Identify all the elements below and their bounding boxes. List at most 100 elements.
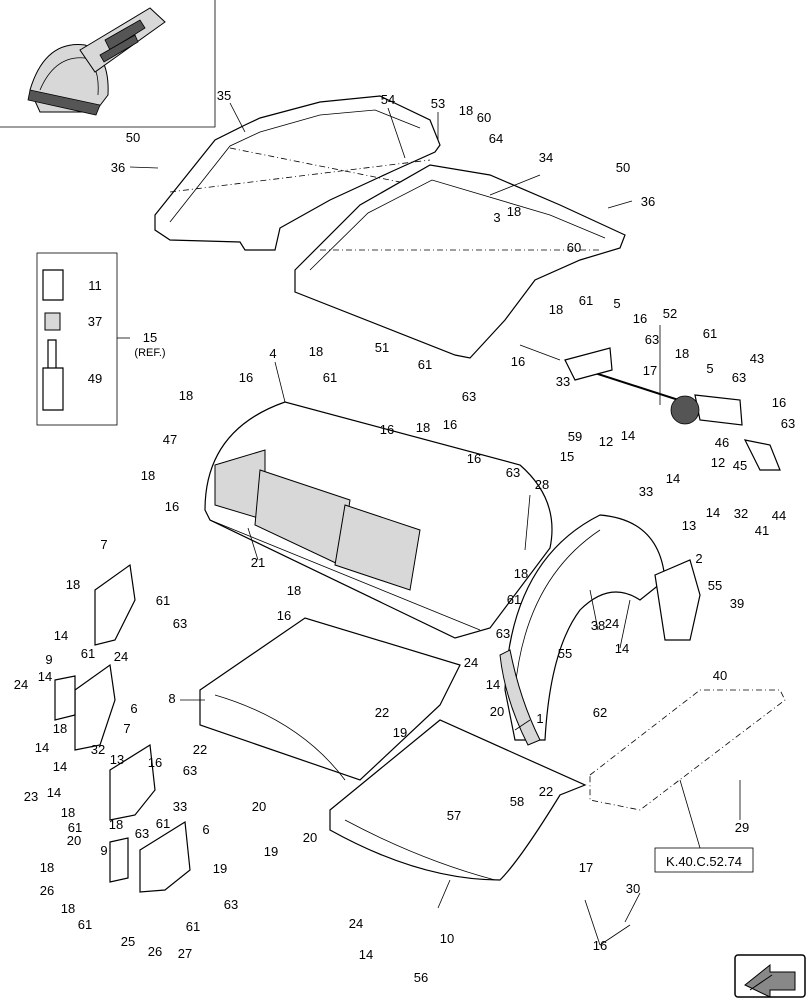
callout-18: 18 xyxy=(61,805,75,820)
callout-14: 14 xyxy=(359,947,373,962)
callout-14: 14 xyxy=(486,677,500,692)
callout-18: 18 xyxy=(66,577,80,592)
reference-box-label: K.40.C.52.74 xyxy=(666,854,742,869)
callout-8: 8 xyxy=(168,691,175,706)
callout-63: 63 xyxy=(462,389,476,404)
callout-61: 61 xyxy=(156,593,170,608)
callout-14: 14 xyxy=(53,759,67,774)
callout-14: 14 xyxy=(621,428,635,443)
callout-64: 64 xyxy=(489,131,503,146)
callout-24: 24 xyxy=(464,655,478,670)
callout-9: 9 xyxy=(45,652,52,667)
callout-22: 22 xyxy=(539,784,553,799)
callout-24: 24 xyxy=(14,677,28,692)
callout-16: 16 xyxy=(148,755,162,770)
callout-15: 15 xyxy=(560,449,574,464)
callout-14: 14 xyxy=(35,740,49,755)
callout-61: 61 xyxy=(186,919,200,934)
callout-26: 26 xyxy=(148,944,162,959)
callout-38: 38 xyxy=(591,618,605,633)
callout-21: 21 xyxy=(251,555,265,570)
callout-27: 27 xyxy=(178,946,192,961)
callout-53: 53 xyxy=(431,96,445,111)
top-cover-34 xyxy=(294,164,626,359)
callout-18: 18 xyxy=(416,420,430,435)
callout-63: 63 xyxy=(781,416,795,431)
callout-61: 61 xyxy=(579,293,593,308)
callout-18: 18 xyxy=(109,817,123,832)
callout-7: 7 xyxy=(100,537,107,552)
callout-18: 18 xyxy=(309,344,323,359)
callout-16: 16 xyxy=(165,499,179,514)
callout-18: 18 xyxy=(141,468,155,483)
callout-6: 6 xyxy=(130,701,137,716)
callout-61: 61 xyxy=(703,326,717,341)
concave-frame-10 xyxy=(329,719,587,881)
callout-63: 63 xyxy=(183,763,197,778)
callout-22: 22 xyxy=(193,742,207,757)
callout-18: 18 xyxy=(514,566,528,581)
callout-16: 16 xyxy=(277,608,291,623)
callout-24: 24 xyxy=(114,649,128,664)
callout-7: 7 xyxy=(123,721,130,736)
callout-25: 25 xyxy=(121,934,135,949)
next-page-arrow-icon[interactable] xyxy=(734,954,806,998)
callout-13: 13 xyxy=(682,518,696,533)
callout-63: 63 xyxy=(135,826,149,841)
callout-43: 43 xyxy=(750,351,764,366)
callout-63: 63 xyxy=(732,370,746,385)
callout-18: 18 xyxy=(507,204,521,219)
callout-16: 16 xyxy=(380,422,394,437)
part-1 xyxy=(499,649,541,746)
callout-2: 2 xyxy=(695,551,702,566)
callout-12: 12 xyxy=(599,434,613,449)
callout-36: 36 xyxy=(641,194,655,209)
callout-20: 20 xyxy=(303,830,317,845)
callout-63: 63 xyxy=(496,626,510,641)
callout-33: 33 xyxy=(173,799,187,814)
callout-45: 45 xyxy=(733,458,747,473)
callout-1: 1 xyxy=(536,711,543,726)
callout-36: 36 xyxy=(111,160,125,175)
callout-20: 20 xyxy=(490,704,504,719)
side-label-ref: (REF.) xyxy=(134,347,165,359)
callout-20: 20 xyxy=(67,833,81,848)
callout-29: 29 xyxy=(735,820,749,835)
callout-16: 16 xyxy=(511,354,525,369)
link-assembly-box xyxy=(36,252,130,426)
callout-13: 13 xyxy=(110,752,124,767)
callout-57: 57 xyxy=(447,808,461,823)
callout-14: 14 xyxy=(47,785,61,800)
callout-10: 10 xyxy=(440,931,454,946)
callout-17: 17 xyxy=(579,860,593,875)
callout-19: 19 xyxy=(213,861,227,876)
callout-19: 19 xyxy=(393,725,407,740)
callout-63: 63 xyxy=(645,332,659,347)
callout-61: 61 xyxy=(81,646,95,661)
shaft-assembly-52 xyxy=(564,347,781,471)
callout-17: 17 xyxy=(643,363,657,378)
callout-14: 14 xyxy=(54,628,68,643)
callout-16: 16 xyxy=(593,938,607,953)
callout-49: 49 xyxy=(88,371,102,386)
callout-39: 39 xyxy=(730,596,744,611)
callout-63: 63 xyxy=(173,616,187,631)
callout-18: 18 xyxy=(53,721,67,736)
callout-14: 14 xyxy=(706,505,720,520)
callout-51: 51 xyxy=(375,340,389,355)
callout-61: 61 xyxy=(323,370,337,385)
callout-32: 32 xyxy=(91,742,105,757)
callout-32: 32 xyxy=(734,506,748,521)
callout-34: 34 xyxy=(539,150,553,165)
callout-14: 14 xyxy=(615,641,629,656)
callout-24: 24 xyxy=(605,616,619,631)
callout-61: 61 xyxy=(68,820,82,835)
callout-14: 14 xyxy=(666,471,680,486)
callout-33: 33 xyxy=(556,374,570,389)
callout-60: 60 xyxy=(477,110,491,125)
callout-28: 28 xyxy=(535,477,549,492)
callout-16: 16 xyxy=(467,451,481,466)
callout-61: 61 xyxy=(418,357,432,372)
side-label-number: 15 xyxy=(143,330,157,345)
